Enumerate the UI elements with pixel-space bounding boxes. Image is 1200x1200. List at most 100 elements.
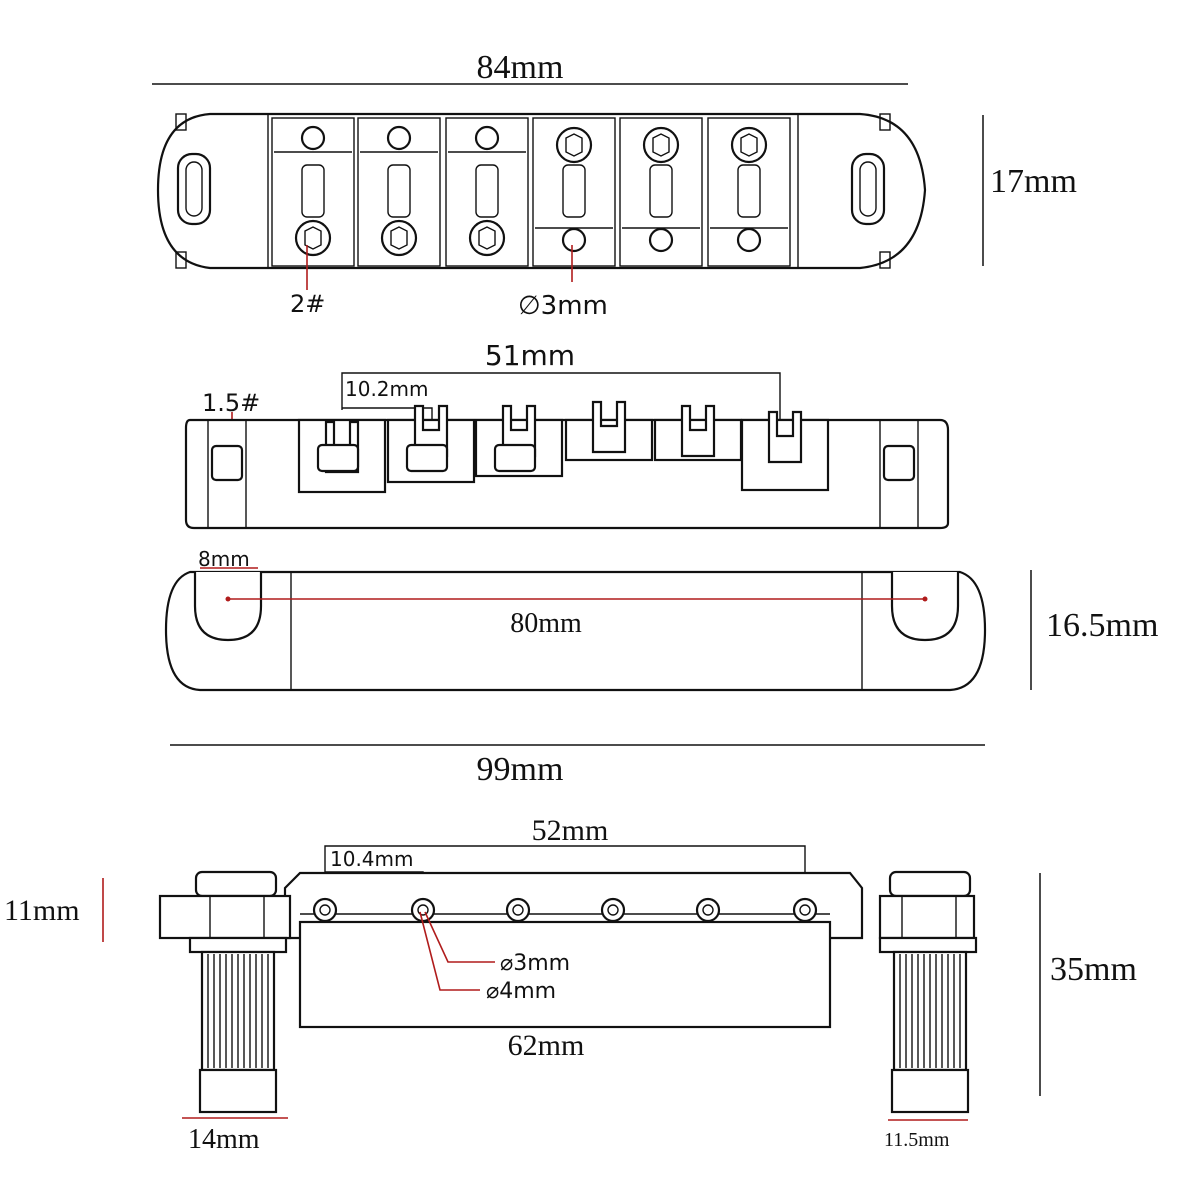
saddle-screw-head	[380, 219, 418, 257]
string-hole	[695, 897, 721, 923]
side-saddle-block	[297, 418, 387, 494]
side-saddle-roller	[591, 400, 627, 454]
slot-width-label: 8mm	[198, 547, 250, 571]
hex-socket-icon	[565, 133, 583, 157]
saddle-screw-head	[642, 126, 680, 164]
saddle-slot	[737, 164, 761, 218]
hex-socket-icon	[304, 226, 322, 250]
side-saddle-roller	[680, 404, 716, 458]
saddle-slot	[475, 164, 499, 218]
saddle-hole	[561, 227, 587, 253]
hole-spacing-label: 10.4mm	[330, 847, 414, 871]
top-saddle	[707, 117, 791, 267]
string-hole-inner	[702, 904, 714, 916]
bridge-top-body	[156, 112, 927, 270]
tail-height-label: 16.5mm	[1046, 607, 1158, 644]
hex-socket-icon	[390, 226, 408, 250]
hole3-label: ⌀3mm	[500, 951, 570, 976]
side-saddle-screw	[493, 443, 537, 473]
right-stud-width-label: 11.5mm	[884, 1129, 950, 1151]
hex-socket-icon	[478, 226, 496, 250]
saddle-width-bracket	[342, 407, 433, 420]
saddle-slot	[387, 164, 411, 218]
hole4-callout	[419, 911, 480, 991]
top-saddle	[619, 117, 703, 267]
top-height-label: 17mm	[990, 163, 1077, 200]
left-stud-base	[198, 1068, 278, 1114]
hole3-callout	[424, 911, 495, 963]
left-height-label: 11mm	[4, 894, 80, 927]
saddle-slot	[301, 164, 325, 218]
post-bottom-right	[879, 251, 891, 269]
saddle-screw-head	[730, 126, 768, 164]
left-stud-washer	[188, 936, 288, 954]
saddle-screw-head	[294, 219, 332, 257]
side-saddle-roller	[767, 410, 803, 464]
top-width-label: 84mm	[477, 49, 564, 86]
hex-socket-icon	[652, 133, 670, 157]
screw-2-label: 2#	[290, 290, 325, 318]
post-top-left	[175, 113, 187, 131]
string-hole	[792, 897, 818, 923]
saddle-hole	[648, 227, 674, 253]
right-stud-washer	[878, 936, 978, 954]
saddle-screw-head	[468, 219, 506, 257]
side-saddle-screw	[316, 443, 360, 473]
top-saddle	[445, 117, 529, 267]
stud-center-dot-left	[225, 596, 231, 602]
top-view: 84mm 17mm 2# ∅3mm	[152, 49, 1077, 321]
side-screw-head-right	[882, 444, 916, 482]
slot-left-inner	[185, 161, 203, 217]
side-screw-head-left	[210, 444, 244, 482]
side-screw-left	[207, 419, 247, 529]
top-saddle	[532, 117, 616, 267]
saddle-hole	[736, 227, 762, 253]
tailpiece-body	[164, 570, 987, 692]
stud-center-dot-right	[922, 596, 928, 602]
slot-right	[850, 152, 886, 226]
left-stud-knurl	[200, 950, 276, 1072]
right-height-label: 35mm	[1050, 951, 1137, 988]
bottom-view: 52mm 10.4mm ⌀3mm ⌀4mm 62mm 11mm 35mm	[4, 814, 1137, 1155]
saddle-span-label: 51mm	[485, 339, 575, 372]
right-stud-cap	[888, 870, 972, 898]
overall-width-label: 99mm	[477, 751, 564, 788]
tail-slot-right	[890, 572, 960, 642]
under-bar	[298, 920, 832, 1029]
side-saddle-screw	[405, 443, 449, 473]
hex-socket-icon	[740, 133, 758, 157]
saddle-hole	[386, 125, 412, 151]
side-screw-label: 1.5#	[202, 389, 260, 417]
string-hole	[600, 897, 626, 923]
saddle-slot	[562, 164, 586, 218]
hole-diameter-label: ∅3mm	[518, 291, 608, 321]
string-holes	[312, 897, 818, 923]
slot-left	[176, 152, 212, 226]
tailpiece-view: 8mm 80mm 16.5mm 99mm	[164, 547, 1158, 788]
left-stud-wing	[158, 894, 292, 940]
right-stud-wing	[878, 894, 976, 940]
middle-view: 51mm 10.2mm 1.5#	[184, 339, 950, 530]
right-stud-knurl	[892, 950, 968, 1072]
slot-right-inner	[859, 161, 877, 217]
side-saddles	[297, 400, 830, 494]
string-hole-inner	[319, 904, 331, 916]
saddle-screw-head	[555, 126, 593, 164]
saddle-hole	[474, 125, 500, 151]
saddle-slot	[649, 164, 673, 218]
string-hole-inner	[607, 904, 619, 916]
string-hole-inner	[512, 904, 524, 916]
string-hole-inner	[417, 904, 429, 916]
saddle-hole	[300, 125, 326, 151]
top-saddle	[271, 117, 355, 267]
post-top-right	[879, 113, 891, 131]
right-stud-base	[890, 1068, 970, 1114]
string-hole	[410, 897, 436, 923]
side-screw-right	[879, 419, 919, 529]
left-stud-cap	[194, 870, 278, 898]
hole-span-label: 52mm	[532, 814, 609, 847]
hole4-label: ⌀4mm	[486, 979, 556, 1004]
string-hole-inner	[799, 904, 811, 916]
